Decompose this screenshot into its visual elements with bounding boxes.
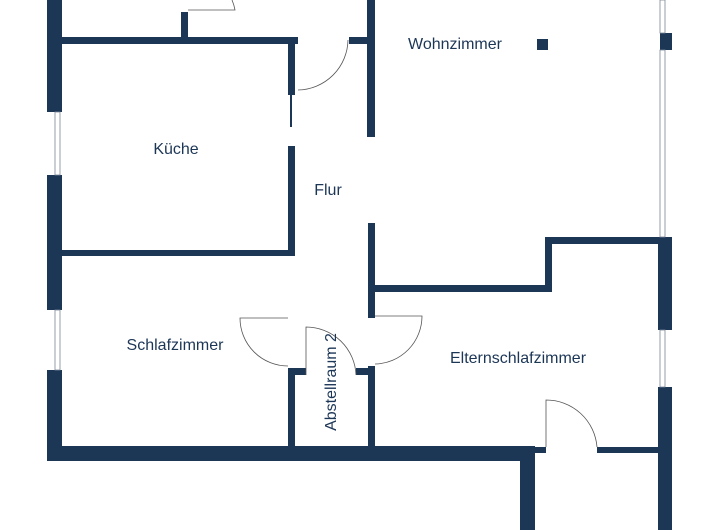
windows [54,0,666,388]
room-label-schlafzimmer: Schlafzimmer [127,337,225,354]
room-label-flur: Flur [314,182,342,199]
room-label-elternschlafzimmer: Elternschlafzimmer [450,350,587,367]
room-label-abstellraum: Abstellraum 2 [323,333,340,431]
room-label-wohnzimmer: Wohnzimmer [408,36,503,53]
room-label-kueche: Küche [153,141,198,158]
walls [47,0,672,530]
door-swings [188,0,598,448]
